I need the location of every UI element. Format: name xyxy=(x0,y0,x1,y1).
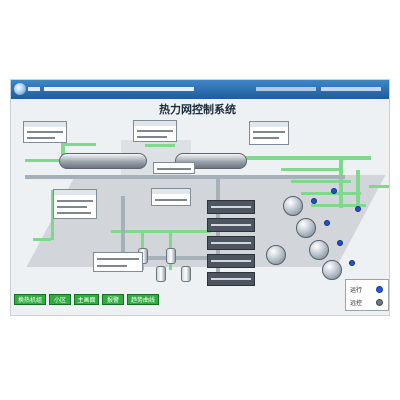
info-panel-hex-status xyxy=(153,162,195,174)
supply-pipe-out xyxy=(369,185,389,188)
legend-running-dot xyxy=(376,286,383,293)
unit-panel-2 xyxy=(207,218,255,232)
hmi-screen: 热力网控制系统 xyxy=(10,79,390,316)
supply-pipe-branch-4 xyxy=(311,204,366,207)
exchanger-unit-5[interactable] xyxy=(266,245,286,265)
pump-header-pipe xyxy=(111,230,211,233)
supply-pipe-mid xyxy=(145,144,175,147)
status-indicator-4 xyxy=(349,260,355,266)
return-riser-left xyxy=(51,190,54,240)
supply-pipe-riser-left xyxy=(61,143,65,162)
status-indicator-6 xyxy=(355,206,361,212)
supply-riser-1 xyxy=(339,158,343,208)
status-indicator-3 xyxy=(337,240,343,246)
makeup-pump-2[interactable] xyxy=(181,266,191,282)
info-panel-primary xyxy=(133,120,177,142)
info-panel-secondary xyxy=(249,121,289,145)
nav-button-main[interactable]: 主画面 xyxy=(74,294,99,305)
info-panel-inlet xyxy=(23,121,67,143)
unit-panel-1 xyxy=(207,200,255,214)
page-title: 热力网控制系统 xyxy=(159,103,236,116)
nav-button-district[interactable]: 小区 xyxy=(49,294,71,305)
supply-pipe-branch-3 xyxy=(301,192,361,195)
heat-exchanger-tank-left xyxy=(59,153,147,169)
status-indicator-1 xyxy=(311,198,317,204)
company-name-text xyxy=(256,87,316,91)
info-panel-flow xyxy=(53,189,97,219)
logo-icon xyxy=(14,83,26,95)
supply-pipe-left xyxy=(25,159,63,162)
makeup-pump-1[interactable] xyxy=(156,266,166,282)
legend-remote-dot xyxy=(376,299,383,306)
system-name-text xyxy=(44,87,194,91)
supply-pipe-branch-1 xyxy=(281,168,341,171)
info-panel-pressure xyxy=(151,188,191,206)
supply-riser-2 xyxy=(356,170,360,210)
exchanger-unit-3[interactable] xyxy=(309,240,329,260)
nav-button-trend[interactable]: 趋势曲线 xyxy=(127,294,159,305)
legend: 运行 远控 xyxy=(345,279,389,311)
supply-pipe-main xyxy=(221,156,371,160)
unit-panel-5 xyxy=(207,272,255,286)
nav-button-units[interactable]: 换热机组 xyxy=(14,294,46,305)
unit-panel-3 xyxy=(207,236,255,250)
legend-remote-label: 远控 xyxy=(350,300,363,307)
exchanger-unit-2[interactable] xyxy=(296,218,316,238)
circulation-pump-2[interactable] xyxy=(166,248,176,264)
exchanger-unit-1[interactable] xyxy=(283,196,303,216)
legend-running-label: 运行 xyxy=(350,287,363,294)
supply-pipe-to-tank xyxy=(61,143,96,146)
return-riser-pump xyxy=(121,196,125,256)
unit-panel-4 xyxy=(207,254,255,268)
info-panel-pump xyxy=(93,252,143,272)
status-indicator-2 xyxy=(324,220,330,226)
logo-text xyxy=(28,87,40,91)
datetime-text xyxy=(321,87,381,91)
nav-button-alarm[interactable]: 报警 xyxy=(102,294,124,305)
return-pipe-main xyxy=(25,175,345,179)
status-indicator-5 xyxy=(331,188,337,194)
return-pipe-left xyxy=(33,238,51,241)
header-bar xyxy=(11,80,389,99)
supply-pipe-branch-2 xyxy=(291,180,351,183)
exchanger-unit-4[interactable] xyxy=(322,260,342,280)
